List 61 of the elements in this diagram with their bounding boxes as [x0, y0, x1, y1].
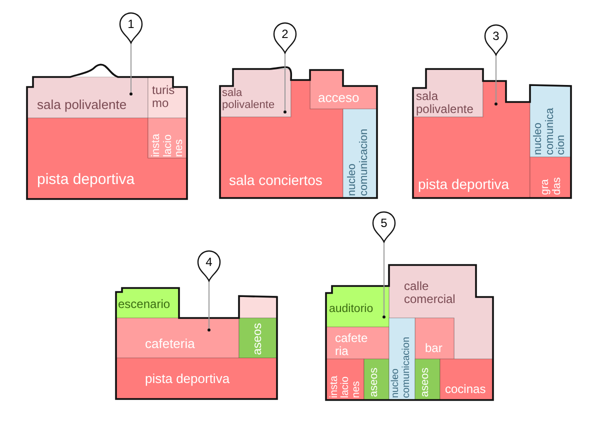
room-label: pista deportiva: [418, 177, 510, 192]
room-label: cafeteria: [145, 337, 195, 351]
room-area: [415, 318, 454, 359]
room-label: pista deportiva: [145, 372, 230, 386]
room-area: [440, 359, 493, 400]
room-area: [326, 327, 389, 359]
pin-number: 1: [126, 17, 136, 31]
room-label: auditorio: [329, 303, 374, 316]
room-area: [27, 118, 187, 199]
room-label: insta lacio nes: [151, 132, 186, 157]
leader-line: [382, 242, 386, 318]
room-label: pista deportiva: [37, 172, 135, 188]
room-label: gra das: [540, 176, 564, 195]
room-label: nucleo comunicacion: [391, 336, 412, 398]
room-label: acceso: [318, 91, 360, 105]
room-label: aseos: [251, 322, 264, 355]
location-pin: [119, 12, 143, 44]
room-label: sala conciertos: [229, 173, 322, 188]
pin-number: 3: [492, 29, 500, 43]
room-area: [413, 81, 530, 198]
room-area: [220, 69, 291, 117]
room-label: sala polivalente: [222, 88, 276, 112]
pin-number: 2: [280, 27, 290, 41]
room-area: [116, 318, 239, 358]
room-label: calle comercial: [404, 280, 456, 306]
room-label: aseos: [369, 366, 381, 397]
room-area: [415, 359, 440, 400]
room-area: [343, 109, 377, 198]
room-area: [530, 157, 571, 198]
room-label: nucleo comunica cion: [533, 106, 568, 155]
location-pin: [197, 250, 221, 282]
pin-number: 4: [204, 255, 214, 269]
room-area: [310, 70, 377, 109]
room-label: escenario: [118, 298, 170, 311]
room-label: sala polivalente: [416, 90, 474, 116]
room-area: [27, 77, 148, 118]
room-area: [413, 69, 483, 117]
room-area: [389, 318, 415, 400]
room-label: nucleo comunicacion: [347, 128, 370, 196]
room-area: [148, 118, 187, 158]
pin-number: 5: [380, 216, 388, 230]
leader-line: [494, 54, 498, 106]
room-label: cafete ria: [335, 332, 369, 358]
room-area: [116, 288, 179, 318]
location-pin: [484, 24, 508, 56]
leader-line: [208, 280, 210, 332]
room-area: [326, 359, 364, 400]
room-label: insta lacio nes: [329, 374, 362, 398]
room-label: bar: [425, 342, 442, 355]
room-area: [364, 359, 389, 400]
room-label: cocinas: [445, 383, 486, 396]
room-area: [326, 286, 389, 327]
room-label: aseos: [420, 366, 432, 397]
room-label: turis mo: [152, 84, 176, 110]
location-pin: [372, 211, 396, 243]
location-pin: [273, 22, 297, 54]
room-area: [116, 358, 277, 399]
room-area: [239, 318, 277, 358]
room-label: sala polivalente: [37, 98, 127, 112]
leader-line: [130, 42, 132, 96]
room-area: [530, 85, 571, 157]
